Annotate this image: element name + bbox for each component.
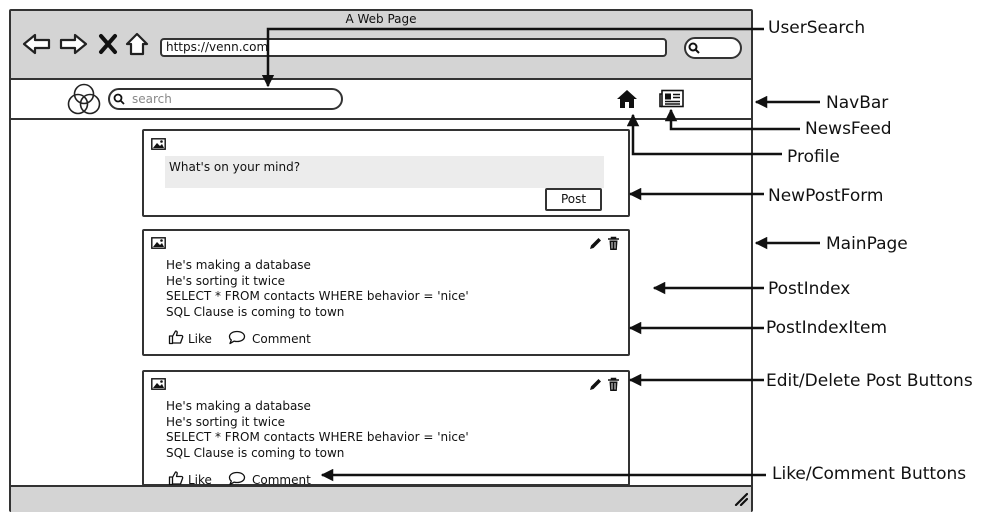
annotation-post-index-item: PostIndexItem xyxy=(766,318,888,338)
edit-pencil-icon[interactable] xyxy=(588,236,603,251)
post-text-line: He's sorting it twice xyxy=(166,415,286,429)
comment-button[interactable]: Comment xyxy=(252,473,311,487)
thumbs-up-icon[interactable] xyxy=(168,470,184,486)
comment-bubble-icon[interactable] xyxy=(228,330,246,345)
comment-bubble-icon[interactable] xyxy=(228,471,246,486)
forward-arrow-icon[interactable] xyxy=(58,32,88,56)
browser-search-icon xyxy=(688,42,700,54)
venn-logo-icon[interactable] xyxy=(66,82,102,118)
post-text-line: SELECT * FROM contacts WHERE behavior = … xyxy=(166,430,469,444)
search-icon xyxy=(113,93,125,105)
browser-status-bar xyxy=(11,485,751,512)
annotation-navbar: NavBar xyxy=(826,93,889,113)
post-text-line: SQL Clause is coming to town xyxy=(166,305,345,319)
new-post-input[interactable]: What's on your mind? xyxy=(165,156,604,188)
annotation-new-post-form: NewPostForm xyxy=(768,186,884,206)
annotation-main-page: MainPage xyxy=(826,234,908,254)
post-text-line: He's sorting it twice xyxy=(166,274,286,288)
post-text-line: He's making a database xyxy=(166,258,311,272)
close-x-icon[interactable] xyxy=(98,33,118,55)
user-search-input[interactable]: search xyxy=(108,88,343,110)
post-index-item xyxy=(142,229,630,356)
delete-trash-icon[interactable] xyxy=(607,236,620,251)
resize-grip-icon[interactable] xyxy=(734,492,748,506)
like-button[interactable]: Like xyxy=(188,332,212,346)
arrow-newsfeed xyxy=(664,108,800,131)
edit-pencil-icon[interactable] xyxy=(588,377,603,392)
arrow-user-search xyxy=(261,27,764,88)
image-icon xyxy=(151,237,166,249)
arrow-profile xyxy=(626,113,782,156)
annotation-like-comment: Like/Comment Buttons xyxy=(772,464,967,484)
back-arrow-icon[interactable] xyxy=(22,32,52,56)
url-bar[interactable]: https://venn.com xyxy=(160,38,667,57)
annotation-user-search: UserSearch xyxy=(768,18,866,38)
image-icon xyxy=(151,138,166,150)
home-icon[interactable] xyxy=(616,89,638,109)
like-button[interactable]: Like xyxy=(188,473,212,487)
post-text-line: SELECT * FROM contacts WHERE behavior = … xyxy=(166,289,469,303)
annotation-newsfeed: NewsFeed xyxy=(805,119,892,139)
newspaper-icon[interactable] xyxy=(659,89,685,109)
home-outline-icon[interactable] xyxy=(124,31,150,57)
annotation-post-index: PostIndex xyxy=(768,279,851,299)
post-text-line: SQL Clause is coming to town xyxy=(166,446,345,460)
post-text-line: He's making a database xyxy=(166,399,311,413)
annotation-profile: Profile xyxy=(787,147,840,167)
thumbs-up-icon[interactable] xyxy=(168,329,184,345)
image-icon xyxy=(151,378,166,390)
comment-button[interactable]: Comment xyxy=(252,332,311,346)
annotation-edit-delete: Edit/Delete Post Buttons xyxy=(766,371,973,391)
window-title: A Web Page xyxy=(345,12,417,26)
delete-trash-icon[interactable] xyxy=(607,377,620,392)
post-button[interactable]: Post xyxy=(545,188,602,211)
